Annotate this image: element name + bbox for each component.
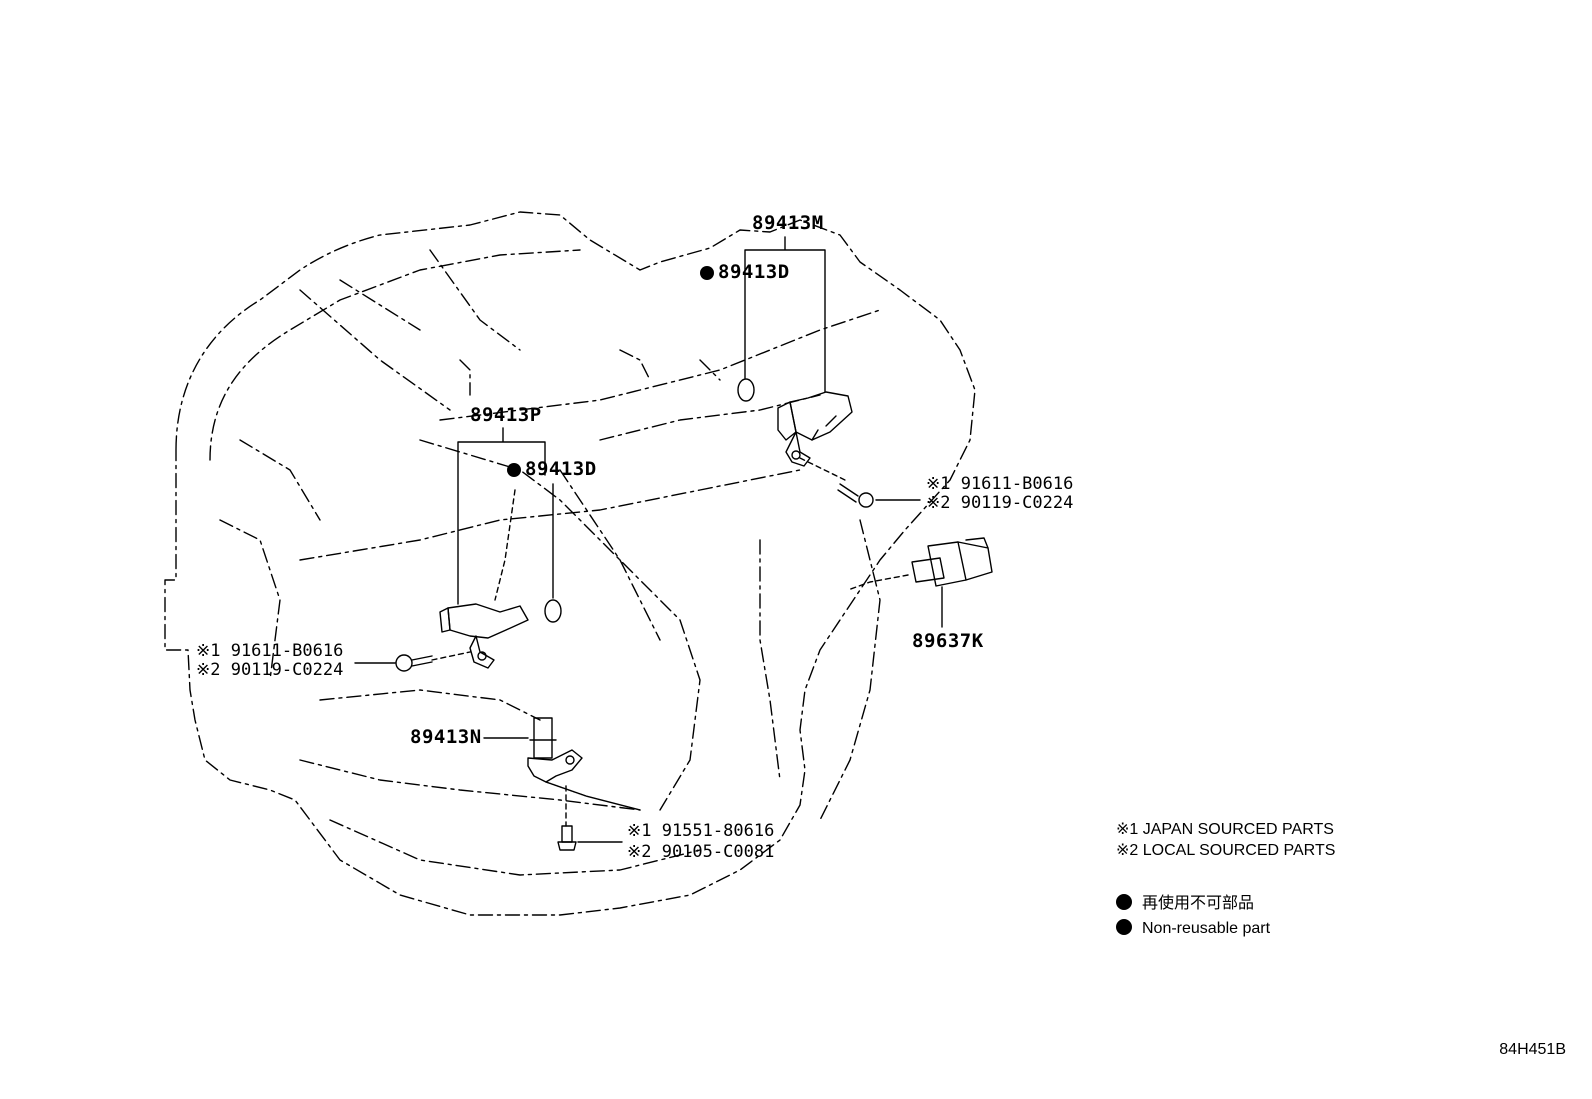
non-reusable-dot-lower [507, 463, 521, 477]
housing-inner-1 [209, 249, 581, 461]
legend-japan-sourced: ※1 JAPAN SOURCED PARTS [1116, 821, 1334, 838]
legend-non-reusable-en: Non-reusable part [1116, 919, 1270, 939]
sensor-89413N [527, 717, 641, 811]
legend-non-reusable-jp: 再使用不可部品 [1116, 894, 1254, 914]
bolt-right-local[interactable]: ※2 90119-C0224 [926, 493, 1074, 513]
part-label-89413M[interactable]: 89413M [752, 212, 824, 234]
housing-inner-7 [759, 519, 881, 821]
housing-inner-5 [299, 249, 521, 411]
bolt-bottom [557, 825, 577, 851]
dash-link-89413P [494, 489, 516, 601]
housing-inner-2 [299, 469, 801, 561]
bolt-left-japan[interactable]: ※1 91611-B0616 [196, 641, 344, 661]
bolt-bottom-japan[interactable]: ※1 91551-80616 [627, 821, 775, 841]
bolt-left [395, 654, 433, 672]
bolt-left-local[interactable]: ※2 90119-C0224 [196, 660, 344, 680]
leader-89413P [457, 427, 546, 605]
part-label-89637K[interactable]: 89637K [912, 630, 984, 652]
sensor-89413M [777, 391, 853, 467]
housing-inner-9 [329, 819, 701, 876]
bullet-dot-icon [1116, 894, 1132, 910]
non-reusable-dot-upper [700, 266, 714, 280]
housing-inner-11 [559, 394, 821, 641]
dash-link-right [799, 457, 846, 481]
bolt-bottom-local[interactable]: ※2 90105-C0081 [627, 842, 775, 862]
switch-89637K [911, 537, 993, 587]
housing-outline [164, 211, 976, 916]
legend-non-reusable-en-text: Non-reusable part [1142, 920, 1271, 937]
dash-link-switch [847, 574, 909, 591]
housing-inner-4 [419, 439, 701, 811]
part-label-89413D-lower[interactable]: 89413D [525, 458, 597, 480]
part-label-89413P[interactable]: 89413P [470, 404, 542, 426]
o-ring-upper [737, 378, 755, 402]
part-label-89413N[interactable]: 89413N [410, 726, 482, 748]
bolt-right-japan[interactable]: ※1 91611-B0616 [926, 474, 1074, 494]
legend-local-sourced: ※2 LOCAL SOURCED PARTS [1116, 842, 1336, 859]
part-label-89413D-upper[interactable]: 89413D [718, 261, 790, 283]
o-ring-lower [544, 599, 562, 623]
housing-inner-10 [219, 439, 321, 681]
sensor-89413P [439, 603, 529, 669]
housing-inner-6 [299, 689, 641, 811]
legend-non-reusable-jp-text: 再使用不可部品 [1142, 895, 1255, 912]
bullet-dot-icon [1116, 919, 1132, 935]
bolt-right [837, 483, 874, 508]
housing-inner-8 [459, 349, 721, 396]
dash-link-left [431, 651, 471, 661]
diagram-reference: 84H451B [1499, 1041, 1566, 1058]
leader-89413M [744, 236, 826, 393]
housing-inner-3 [439, 309, 881, 421]
